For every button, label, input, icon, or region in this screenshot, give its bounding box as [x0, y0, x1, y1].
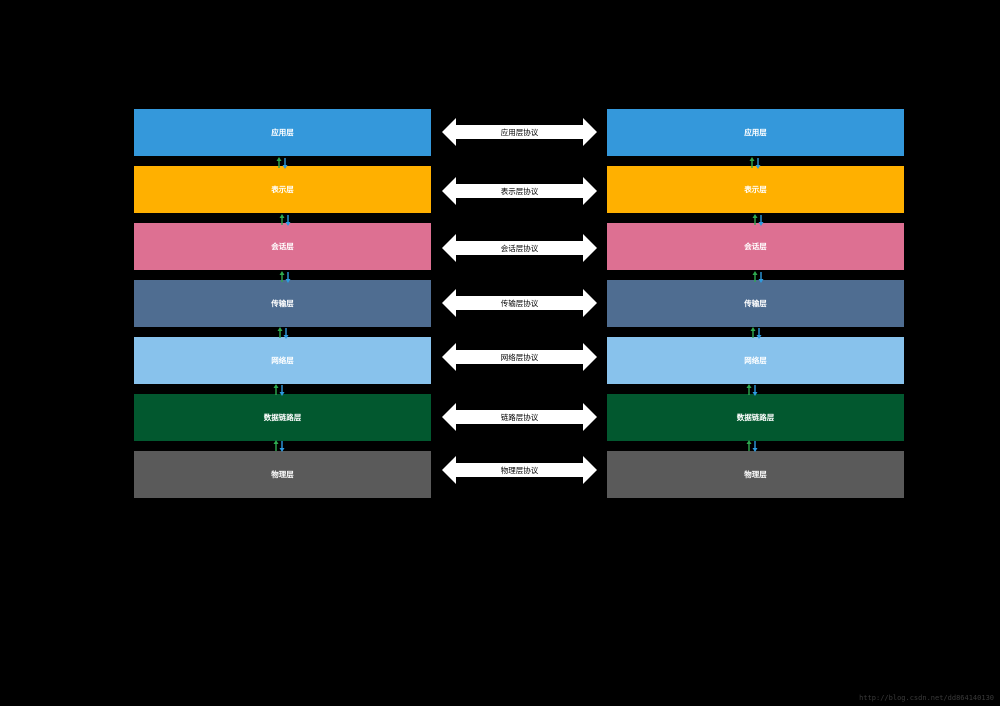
right-transport-layer: 传输层 [607, 280, 904, 327]
protocol-label: 链路层协议 [500, 412, 539, 422]
protocol-label: 应用层协议 [500, 127, 539, 137]
protocol-row-physical: 物理层协议 [442, 456, 597, 484]
left-connector-4-icon [277, 327, 289, 339]
right-connector-2-icon [752, 214, 764, 226]
double-headed-arrow-icon [442, 234, 597, 262]
right-connector-3-icon [752, 271, 764, 283]
double-headed-arrow-icon [442, 177, 597, 205]
right-connector-5-icon [746, 384, 758, 396]
double-headed-arrow-icon [442, 289, 597, 317]
left-connector-2-icon [279, 214, 291, 226]
left-presentation-layer: 表示层 [134, 166, 431, 213]
protocol-row-application: 应用层协议 [442, 118, 597, 146]
left-connector-3-icon [279, 271, 291, 283]
watermark-url: http://blog.csdn.net/dd864140130 [859, 694, 994, 702]
left-connector-1-icon [276, 157, 288, 169]
protocol-label: 会话层协议 [500, 243, 539, 253]
left-connector-6-icon [273, 440, 285, 452]
right-physical-layer: 物理层 [607, 451, 904, 498]
double-headed-arrow-icon [442, 456, 597, 484]
protocol-row-network: 网络层协议 [442, 343, 597, 371]
protocol-row-datalink: 链路层协议 [442, 403, 597, 431]
left-application-layer: 应用层 [134, 109, 431, 156]
right-network-layer: 网络层 [607, 337, 904, 384]
double-headed-arrow-icon [442, 118, 597, 146]
left-physical-layer: 物理层 [134, 451, 431, 498]
double-headed-arrow-icon [442, 343, 597, 371]
protocol-row-transport: 传输层协议 [442, 289, 597, 317]
right-application-layer: 应用层 [607, 109, 904, 156]
left-datalink-layer: 数据链路层 [134, 394, 431, 441]
right-presentation-layer: 表示层 [607, 166, 904, 213]
left-connector-5-icon [273, 384, 285, 396]
left-network-layer: 网络层 [134, 337, 431, 384]
protocol-label: 传输层协议 [500, 298, 539, 308]
right-connector-6-icon [746, 440, 758, 452]
left-transport-layer: 传输层 [134, 280, 431, 327]
right-connector-1-icon [749, 157, 761, 169]
double-headed-arrow-icon [442, 403, 597, 431]
right-connector-4-icon [750, 327, 762, 339]
right-session-layer: 会话层 [607, 223, 904, 270]
protocol-row-presentation: 表示层协议 [442, 177, 597, 205]
protocol-label: 网络层协议 [500, 352, 539, 362]
protocol-row-session: 会话层协议 [442, 234, 597, 262]
protocol-label: 表示层协议 [500, 186, 539, 196]
right-datalink-layer: 数据链路层 [607, 394, 904, 441]
left-session-layer: 会话层 [134, 223, 431, 270]
protocol-label: 物理层协议 [500, 465, 539, 475]
